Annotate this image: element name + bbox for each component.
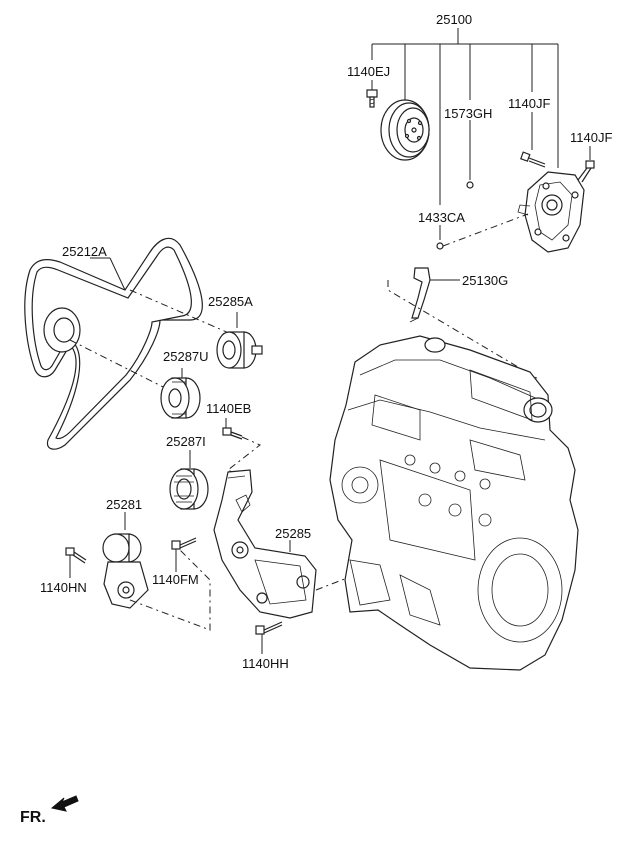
pump-to-engine-dash (387, 280, 541, 381)
bolt-1140ej (366, 80, 378, 108)
label-1140fm: 1140FM (152, 572, 199, 587)
pipe-25130g (409, 267, 460, 323)
pump-centerline (442, 213, 529, 247)
label-1573gh: 1573GH (444, 106, 492, 121)
label-25212a: 25212A (62, 244, 107, 259)
front-arrow-icon (50, 795, 79, 812)
label-25281: 25281 (106, 497, 142, 512)
label-1433ca: 1433CA (418, 210, 465, 225)
label-25287i: 25287I (166, 434, 206, 449)
belt-to-idler-dash (129, 289, 246, 341)
bolt-1140jf-2 (577, 146, 595, 183)
pulley-25287i (169, 450, 209, 510)
label-1140hh: 1140HH (242, 656, 289, 671)
label-1140hn: 1140HN (40, 580, 87, 595)
label-1140jf-1: 1140JF (508, 96, 550, 111)
water-pump-body (517, 171, 585, 253)
drive-belt-25212a (24, 237, 203, 450)
bracket-25285 (213, 469, 317, 619)
tensioner-25281 (102, 512, 211, 631)
assembly-leader-lines (371, 28, 559, 205)
gasket-1573gh (466, 181, 474, 189)
engine-block (329, 335, 579, 671)
label-1140jf-2: 1140JF (570, 130, 612, 145)
label-25285: 25285 (275, 526, 311, 541)
label-1140ej: 1140EJ (347, 64, 390, 79)
label-25130g: 25130G (462, 273, 508, 288)
label-25100: 25100 (436, 12, 472, 27)
label-25285a: 25285A (208, 294, 253, 309)
bolt-1140fm (171, 537, 197, 572)
label-1140eb: 1140EB (206, 401, 251, 416)
bolt-1140hn (65, 547, 87, 578)
front-label: FR. (20, 809, 46, 826)
bolt-1140jf-1 (520, 112, 546, 168)
oring-1433ca (436, 242, 444, 250)
pulley-25287u (160, 368, 201, 419)
water-pump-pulley (380, 99, 430, 161)
idler-25285a (216, 312, 263, 369)
bolt-1140hh (255, 621, 283, 654)
label-25287u: 25287U (163, 349, 209, 364)
